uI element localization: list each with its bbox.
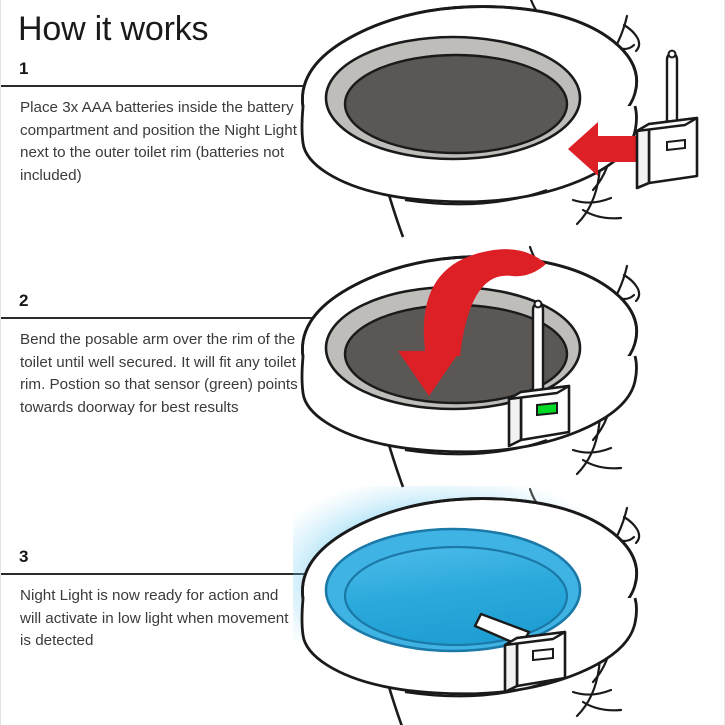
step-description: Night Light is now ready for action and … [20, 587, 289, 650]
page-title: How it works [18, 10, 209, 48]
step-number: 1 [19, 59, 29, 78]
figure-step-1 [293, 0, 724, 244]
step-number: 3 [19, 547, 29, 566]
step-description: Place 3x AAA batteries inside the batter… [20, 99, 297, 184]
step-number: 2 [19, 291, 29, 310]
figure-step-2 [293, 244, 724, 494]
step-divider [1, 573, 337, 575]
figure-step-3 [293, 486, 724, 725]
step-divider [1, 85, 342, 87]
step-description: Bend the posable arm over the rim of the… [20, 331, 298, 416]
step-divider [1, 317, 337, 319]
